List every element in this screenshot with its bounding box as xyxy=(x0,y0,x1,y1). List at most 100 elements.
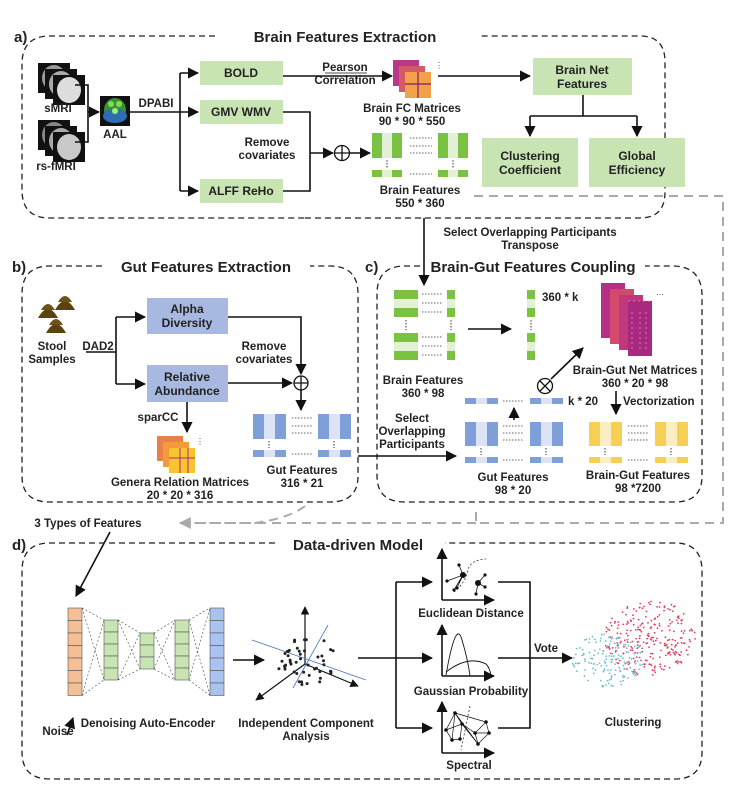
cluster-point-red xyxy=(629,619,632,622)
cluster-point-cyan xyxy=(575,647,578,650)
cluster-point-cyan xyxy=(588,651,591,654)
concat-plus-icon xyxy=(333,144,351,162)
cluster-point-red xyxy=(691,629,694,632)
cluster-point-red xyxy=(622,652,625,655)
brain-gut-features-matrix xyxy=(589,422,688,463)
cluster-point-red xyxy=(617,624,620,626)
brain-net-label-2: Features xyxy=(557,77,607,91)
cluster-point-cyan xyxy=(641,664,644,666)
cluster-point-red xyxy=(643,605,645,608)
cluster-point-red xyxy=(631,640,634,643)
cluster-point-red xyxy=(689,640,692,643)
cluster-point-red xyxy=(668,629,671,632)
cluster-point-red xyxy=(639,634,641,637)
cluster-point-cyan xyxy=(584,669,586,671)
cluster-point-red xyxy=(645,642,648,645)
cluster-point-cyan xyxy=(627,651,630,653)
cluster-point-red xyxy=(636,644,639,647)
cluster-point-cyan xyxy=(599,637,602,640)
cluster-point-red xyxy=(694,638,696,640)
cluster-point-cyan xyxy=(636,660,639,662)
cluster-point-red xyxy=(626,661,629,664)
cluster-point-red xyxy=(673,652,676,655)
cluster-point-red xyxy=(683,629,686,632)
cluster-point-cyan xyxy=(608,655,611,657)
cluster-point-red xyxy=(667,625,670,627)
brain-gut-net-matrices-stack: ⋯ xyxy=(601,283,664,356)
cluster-point-red xyxy=(654,617,657,620)
denoising-autoencoder-graphic xyxy=(67,607,225,696)
cluster-point-cyan xyxy=(582,653,585,656)
cluster-point-cyan xyxy=(584,660,586,663)
cluster-point-red xyxy=(653,667,656,669)
rsfmri-image-stack xyxy=(38,120,85,162)
ica-point xyxy=(303,638,306,642)
cluster-point-red xyxy=(623,645,625,648)
cluster-point-red xyxy=(633,608,635,610)
cluster-point-cyan xyxy=(615,637,618,640)
cluster-point-red xyxy=(632,623,635,626)
bottleneck-layer-unit xyxy=(139,656,155,670)
cluster-point-cyan xyxy=(612,685,614,687)
cluster-point-red xyxy=(674,639,677,642)
cluster-point-red xyxy=(636,673,639,676)
cluster-point-red xyxy=(624,662,627,665)
brain-net-label-1: Brain Net xyxy=(555,63,608,77)
cluster-point-red xyxy=(650,652,652,655)
cluster-point-cyan xyxy=(574,653,577,656)
cluster-point-red xyxy=(651,652,654,655)
cluster-point-red xyxy=(644,663,646,666)
cluster-point-cyan xyxy=(590,662,593,665)
connection-lines xyxy=(153,619,176,681)
cluster-point-red xyxy=(677,617,680,620)
cluster-point-cyan xyxy=(599,648,601,651)
cluster-point-red xyxy=(656,606,658,608)
cluster-point-cyan xyxy=(607,669,609,672)
panel-a-border xyxy=(21,35,666,219)
cluster-point-red xyxy=(676,642,679,645)
cluster-point-cyan xyxy=(610,669,612,671)
cluster-point-cyan xyxy=(605,658,608,660)
cluster-point-cyan xyxy=(633,671,635,674)
cluster-point-cyan xyxy=(611,658,614,661)
cluster-point-cyan xyxy=(587,679,590,682)
cluster-point-red xyxy=(616,642,619,644)
clustering-coefficient-box xyxy=(482,138,578,187)
input-layer-unit xyxy=(67,620,83,634)
cluster-point-red xyxy=(651,669,654,672)
cluster-point-red xyxy=(608,629,611,631)
cluster-point-red xyxy=(661,629,663,632)
cluster-point-cyan xyxy=(634,674,637,677)
euclidean-label: Euclidean Distance xyxy=(418,608,523,620)
cluster-point-red xyxy=(675,660,677,663)
cluster-point-red xyxy=(634,629,637,631)
cluster-point-cyan xyxy=(637,646,640,649)
cluster-point-cyan xyxy=(572,664,575,666)
cluster-point-red xyxy=(654,623,656,626)
cluster-point-cyan xyxy=(605,655,608,658)
cluster-point-red xyxy=(636,641,639,643)
gmv-wmv-label: GMV WMV xyxy=(211,105,271,119)
panel-c-title: Brain-Gut Features Coupling xyxy=(430,259,635,276)
remove-covariates-a-2: covariates xyxy=(239,150,296,162)
svg-text:⋮: ⋮ xyxy=(196,437,204,446)
connection-lines xyxy=(188,607,211,696)
ica-point xyxy=(280,659,284,663)
cluster-point-red xyxy=(611,647,614,649)
cluster-point-red xyxy=(614,650,617,653)
cluster-point-red xyxy=(667,651,670,654)
decoder-layer-unit xyxy=(174,667,190,681)
cluster-point-cyan xyxy=(608,672,611,675)
cluster-point-red xyxy=(669,653,672,656)
cluster-point-red xyxy=(652,657,654,660)
gut-features-c-label-2: 98 * 20 xyxy=(495,485,531,497)
cluster-point-cyan xyxy=(591,657,594,660)
cluster-point-red xyxy=(688,638,691,641)
cluster-point-red xyxy=(637,626,640,629)
cluster-point-red xyxy=(644,659,647,662)
cluster-point-cyan xyxy=(594,638,596,641)
output-layer-unit xyxy=(209,620,225,634)
ica-point xyxy=(288,658,292,662)
cluster-point-red xyxy=(634,651,637,654)
cluster-point-red xyxy=(660,668,663,670)
